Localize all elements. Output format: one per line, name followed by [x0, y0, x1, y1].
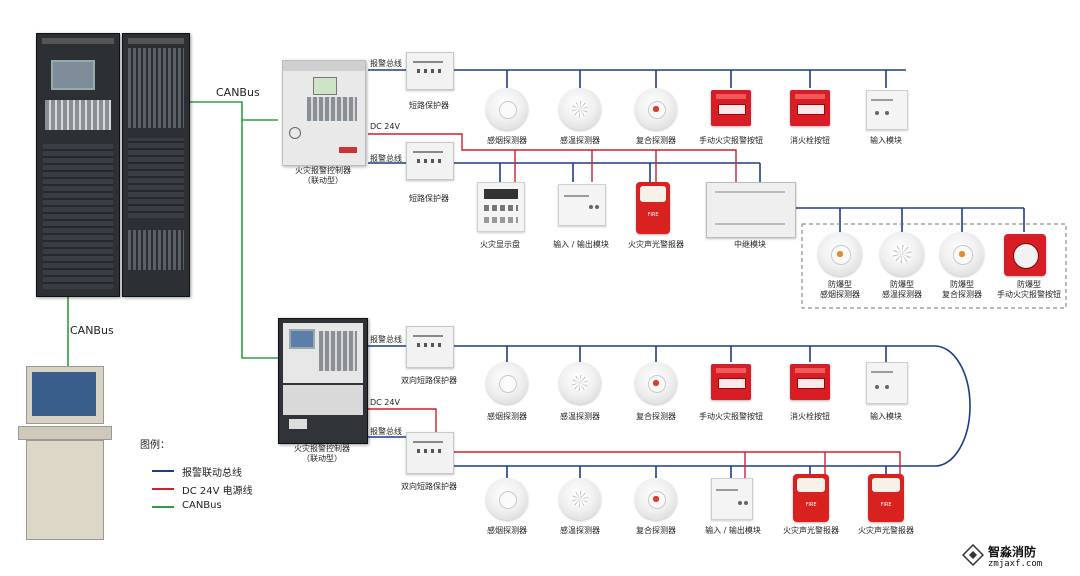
legend-swatch-alarm-bus: [152, 470, 174, 472]
alarm-bus-top: [368, 69, 1025, 232]
protector-label: 双向短路保护器: [401, 376, 457, 385]
device-label: 手动火灾报警按钮: [699, 136, 763, 145]
power-label: DC 24V: [370, 398, 400, 407]
device-label: 火灾声光警报器: [783, 526, 839, 535]
device-label: 火灾显示盘: [480, 240, 520, 249]
device-label: 消火栓按钮: [790, 412, 830, 421]
ex-heat-detector: [880, 232, 924, 276]
smoke-detector: [486, 362, 528, 404]
device-label: 输入 / 输出模块: [553, 240, 609, 249]
combo-detector: [635, 362, 677, 404]
device-label: 中继模块: [734, 240, 766, 249]
bidirectional-protector: [406, 432, 454, 474]
legend-item: CANBus: [182, 500, 222, 511]
fire-alarm-controller-top: [282, 60, 366, 166]
device-label: 感烟探测器: [487, 526, 527, 535]
legend-title: 图例：: [140, 440, 170, 451]
ex-manual-call-point: [1004, 234, 1046, 276]
device-label: 感烟探测器: [487, 136, 527, 145]
protector-label: 短路保护器: [409, 101, 449, 110]
legend-swatch-power: [152, 488, 174, 490]
device-label: 火灾声光警报器: [628, 240, 684, 249]
alarm-bus-label: 报警总线: [370, 154, 402, 163]
io-module: [711, 478, 753, 520]
legend-item: DC 24V 电源线: [182, 486, 253, 497]
legend-swatch-canbus: [152, 506, 174, 508]
canbus-label-top: CANBus: [216, 86, 260, 99]
device-label: 手动火灾报警按钮: [699, 412, 763, 421]
controller-top-label: 火灾报警控制器 （联动型）: [295, 166, 351, 185]
protector-label: 短路保护器: [409, 194, 449, 203]
heat-detector: [559, 478, 601, 520]
combo-detector: [635, 88, 677, 130]
device-label: 感温探测器: [560, 526, 600, 535]
logo-url: zmjaxf.com: [988, 559, 1043, 569]
manual-call-point: [711, 90, 751, 126]
device-label: 复合探测器: [636, 526, 676, 535]
logo-icon: [962, 544, 984, 566]
device-label: 复合探测器: [636, 412, 676, 421]
controller-bottom-label: 火灾报警控制器 （联动型）: [294, 444, 350, 463]
power-line-top: [368, 133, 737, 182]
sounder-strobe: FIRE: [636, 182, 670, 234]
smoke-detector: [486, 478, 528, 520]
hydrant-button: [790, 364, 830, 400]
device-label: 输入 / 输出模块: [705, 526, 761, 535]
manual-call-point: [711, 364, 751, 400]
canbus-label-left: CANBus: [70, 324, 114, 337]
operator-workstation: [18, 366, 112, 540]
short-circuit-protector: [406, 52, 454, 90]
device-label: 防爆型 感烟探测器: [820, 280, 860, 299]
device-label: 复合探测器: [636, 136, 676, 145]
device-label: 防爆型 复合探测器: [942, 280, 982, 299]
alarm-bus-bottom: [368, 345, 971, 478]
bidirectional-protector: [406, 326, 454, 368]
combo-detector: [635, 478, 677, 520]
repeater-module: [706, 182, 796, 238]
protector-label: 双向短路保护器: [401, 482, 457, 491]
main-cabinet-right: [122, 33, 190, 297]
fire-display-panel: [477, 182, 525, 232]
power-label: DC 24V: [370, 122, 400, 131]
heat-detector: [559, 88, 601, 130]
device-label: 消火栓按钮: [790, 136, 830, 145]
heat-detector: [559, 362, 601, 404]
sounder-strobe: FIRE: [868, 474, 904, 522]
short-circuit-protector: [406, 142, 454, 180]
alarm-bus-label: 报警总线: [370, 335, 402, 344]
ex-combo-detector: [940, 232, 984, 276]
fire-alarm-controller-bottom: [278, 318, 368, 444]
input-module: [866, 362, 908, 404]
device-label: 输入模块: [870, 412, 902, 421]
device-label: 感烟探测器: [487, 412, 527, 421]
alarm-bus-label: 报警总线: [370, 59, 402, 68]
ex-smoke-detector: [818, 232, 862, 276]
device-label: 火灾声光警报器: [858, 526, 914, 535]
sounder-strobe: FIRE: [793, 474, 829, 522]
smoke-detector: [486, 88, 528, 130]
device-label: 感温探测器: [560, 136, 600, 145]
device-label: 感温探测器: [560, 412, 600, 421]
alarm-bus-label: 报警总线: [370, 427, 402, 436]
device-label: 输入模块: [870, 136, 902, 145]
device-label: 防爆型 感温探测器: [882, 280, 922, 299]
device-label: 防爆型 手动火灾报警按钮: [997, 280, 1061, 299]
main-cabinet-left: [36, 33, 120, 297]
logo-name: 智淼消防: [988, 545, 1037, 559]
explosion-proof-zone: [801, 223, 1067, 309]
input-module: [866, 90, 908, 130]
hydrant-button: [790, 90, 830, 126]
io-module: [558, 184, 606, 226]
legend-item: 报警联动总线: [182, 468, 242, 479]
